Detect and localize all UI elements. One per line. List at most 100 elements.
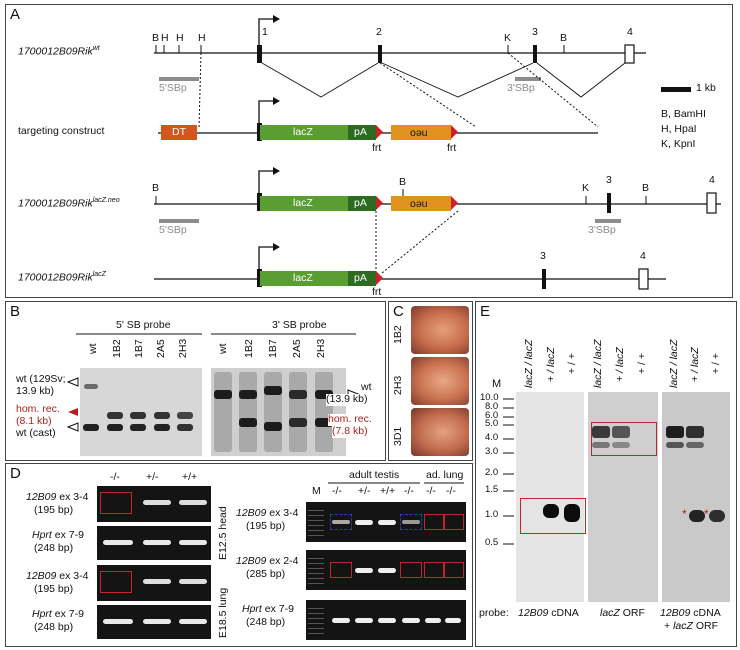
d-row-r2: 12B09 ex 2-4 — [236, 555, 299, 567]
gene-map-diagram — [154, 15, 721, 290]
probe-3-neo — [595, 219, 621, 223]
panel-d: D -/- +/- +/+ 12B09 ex 3-4 (195 bp) Hprt… — [5, 463, 473, 647]
d-row-l3-size: (195 bp) — [34, 583, 74, 595]
d-row-l1-size: (195 bp) — [34, 504, 74, 516]
probe-5-label: 5'SBp — [159, 82, 187, 94]
b-wt-129: wt (129Sv; — [16, 373, 66, 385]
d-gel-l4 — [97, 605, 211, 639]
d-geno-r6: -/- — [446, 485, 456, 497]
d-geno-r1: -/- — [332, 485, 342, 497]
pa-label-3: pA — [354, 272, 367, 284]
site-h-3: H — [198, 32, 206, 44]
exon-3-label: 3 — [532, 26, 538, 38]
probe-underlines — [76, 333, 356, 335]
e-box-1 — [520, 498, 586, 534]
d-row-r2-size: (285 bp) — [246, 568, 286, 580]
panel-d-label: D — [10, 465, 21, 482]
lacz-label-2: lacZ — [293, 197, 313, 209]
panel-e: E M lacZ / lacZ + / lacZ + / + lacZ / la… — [475, 301, 737, 647]
probe-5-label-2: 5'SBp — [159, 224, 187, 236]
site-h-1: H — [161, 32, 169, 44]
frt-label-3: frt — [372, 286, 382, 298]
pa-box-2 — [348, 196, 376, 211]
blot3-title: 3' SB probe — [272, 319, 327, 331]
d-row-r3-size: (248 bp) — [246, 616, 286, 628]
d-row-l4-size: (248 bp) — [34, 621, 74, 633]
b-homrec-right-size: (7.8 kb) — [332, 425, 368, 438]
e-star-1: * — [682, 507, 687, 521]
site-h-2: H — [176, 32, 184, 44]
site-k-2: K — [582, 182, 590, 194]
legend-bamhi: B, BamHI — [661, 108, 706, 120]
e-ladder-8: 8.0 — [485, 401, 499, 412]
e-box-2 — [591, 422, 657, 456]
clone-2h3: 2H3 — [392, 375, 404, 395]
b-homrec-left-size: (8.1 kb) — [16, 415, 52, 427]
scale-bar — [661, 87, 691, 92]
embryo-image-1 — [411, 306, 469, 354]
probe-3-label: 3'SBp — [507, 82, 535, 94]
allele-neo-label: 1700012B09RiklacZ.neo — [18, 197, 120, 210]
d-row-l1: 12B09 ex 3-4 — [26, 491, 89, 503]
b-wt-cast: wt (cast) — [16, 427, 56, 439]
b-homrec-left: hom. rec. — [16, 403, 60, 415]
site-b-5: B — [642, 182, 650, 194]
b-arrowheads — [66, 377, 360, 432]
d-row-l3: 12B09 ex 3-4 — [26, 570, 89, 582]
allele-wt-label: 1700012B09Rikwt — [18, 45, 100, 58]
frt-label-2: frt — [447, 142, 457, 154]
d-gel-r2 — [306, 550, 466, 590]
e-ladder-ticks — [503, 398, 514, 545]
e-ladder-4: 4.0 — [485, 432, 499, 443]
exon-3-label-2: 3 — [606, 174, 612, 186]
pa-box-3 — [348, 271, 376, 286]
clone-3d1: 3D1 — [392, 426, 404, 446]
pa-label-2: pA — [354, 197, 367, 209]
e-ladder-3: 3.0 — [485, 446, 499, 457]
e-probe-4: + lacZ ORF — [664, 620, 718, 632]
d-geno-r4: -/- — [404, 485, 414, 497]
d-geno-l3: +/+ — [182, 471, 198, 483]
d-bbox-1 — [330, 514, 352, 530]
exon-4-label: 4 — [627, 26, 633, 38]
e-blot-2 — [588, 392, 658, 602]
e-ladder-1-5: 1.5 — [485, 484, 499, 495]
wt-exon-2 — [378, 45, 382, 63]
neo-box-2 — [391, 196, 451, 211]
e-probe-label: probe: — [479, 607, 509, 619]
d-geno-l2: +/- — [146, 471, 159, 483]
panel-e-label: E — [480, 303, 491, 320]
legend-kpni: K, KpnI — [661, 138, 696, 150]
d-geno-r3: +/+ — [380, 485, 396, 497]
d-underlines — [328, 482, 464, 484]
exon-4-label-2: 4 — [709, 174, 715, 186]
d-box-l3 — [100, 571, 132, 593]
site-k-1: K — [504, 32, 512, 44]
dt-cassette — [161, 125, 197, 140]
lacz-label-1: lacZ — [293, 126, 313, 138]
e-ladder-1: 1.0 — [485, 509, 499, 520]
b-wt-right: wt — [361, 381, 372, 393]
e-ladder-5: 5.0 — [485, 418, 499, 429]
d-bbox-2 — [400, 514, 422, 530]
panel-a-label: A — [10, 6, 21, 23]
d-box-r3 — [330, 562, 352, 578]
wt-exon-3 — [533, 45, 537, 63]
panel-c-label: C — [393, 303, 404, 320]
d-box-r5 — [424, 562, 444, 578]
e-ladder-6: 6.0 — [485, 410, 499, 421]
lacz-box-3 — [260, 271, 348, 286]
wt-exon-4 — [624, 44, 635, 64]
site-b-4: B — [399, 176, 407, 188]
blot-3 — [211, 368, 346, 456]
e-marker: M — [492, 378, 502, 390]
exon-2-label: 2 — [376, 26, 382, 38]
pa-label-1: pA — [354, 126, 367, 138]
d-row-r1: 12B09 ex 3-4 — [236, 507, 299, 519]
e-star-2: * — [704, 507, 709, 521]
d-adult-testis: adult testis — [349, 469, 400, 481]
embryo-image-2 — [411, 357, 469, 405]
exon-4-label-3: 4 — [640, 250, 646, 262]
e-probe-2: lacZ ORF — [600, 607, 645, 619]
scale-label: 1 kb — [696, 82, 716, 94]
